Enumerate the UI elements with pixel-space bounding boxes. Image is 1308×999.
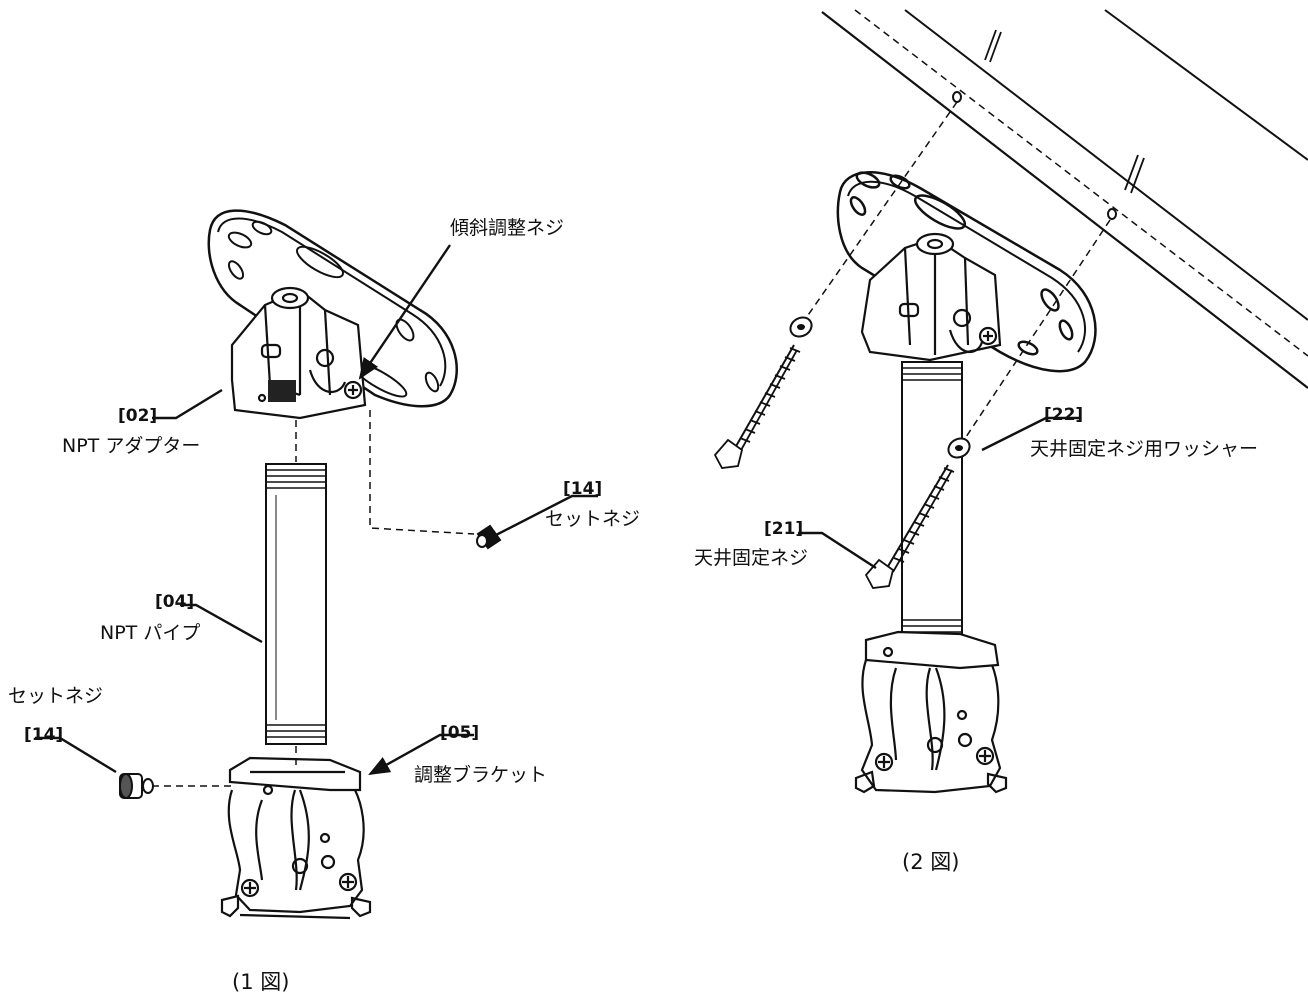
adjustment-bracket [220, 756, 372, 920]
figure1-leaders [35, 244, 598, 776]
npt-adapter-bracket [230, 286, 367, 420]
part-14-left-label: セットネジ [8, 685, 104, 707]
part-14-top-label: セットネジ [545, 508, 641, 530]
part-04-number: [04] [155, 592, 195, 612]
npt-pipe [265, 463, 327, 745]
ceiling-screw-upper [713, 344, 801, 469]
part-22-label: 天井固定ネジ用ワッシャー [1030, 438, 1259, 460]
set-screw-left [119, 773, 154, 799]
ceiling-surface [821, 9, 1308, 389]
figure-1-caption: (1 図) [232, 970, 290, 994]
part-04-label: NPT パイプ [100, 622, 201, 644]
figure1-drawing [119, 209, 502, 920]
adjustment-bracket-installed [854, 630, 1008, 794]
figure2-drawing [713, 9, 1308, 794]
ceiling-adapter-bracket [860, 232, 1002, 362]
ceiling-washer-lower [947, 437, 971, 459]
part-05-label: 調整ブラケット [414, 764, 548, 786]
ceiling-screw-lower [864, 464, 955, 589]
part-21-number: [21] [764, 519, 804, 539]
ceiling-washer-upper [789, 316, 813, 338]
figure2-leaders [798, 416, 1080, 570]
figure-2-caption: (2 図) [902, 850, 960, 874]
part-22-number: [22] [1044, 405, 1084, 425]
part-14-top-number: [14] [563, 479, 603, 499]
pipe-installed [901, 361, 963, 643]
part-21-label: 天井固定ネジ [694, 547, 809, 569]
part-14-left-number: [14] [24, 725, 64, 745]
part-02-label: NPT アダプター [62, 435, 201, 457]
set-screw-top [476, 524, 502, 550]
part-02-number: [02] [118, 406, 158, 426]
tilt-screw-label: 傾斜調整ネジ [450, 217, 565, 239]
part-05-number: [05] [440, 723, 480, 743]
